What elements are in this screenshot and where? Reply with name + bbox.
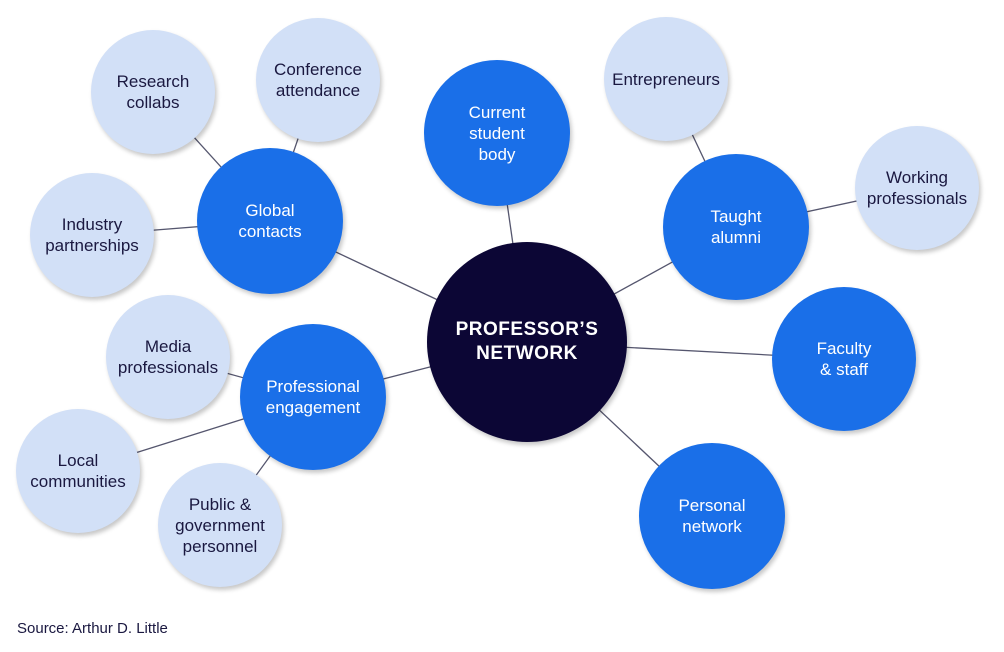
node-local-communities: Local communities <box>16 409 140 533</box>
node-industry-partnerships: Industry partnerships <box>30 173 154 297</box>
node-media-professionals: Media professionals <box>106 295 230 419</box>
node-label-line: Taught <box>710 207 762 226</box>
node-entrepreneurs: Entrepreneurs <box>604 17 728 141</box>
node-label-line: engagement <box>265 398 361 417</box>
node-personal-network: Personal network <box>639 443 785 589</box>
node-conference-attendance: Conference attendance <box>256 18 380 142</box>
node-label-line: contacts <box>238 222 302 241</box>
node-label-line: collabs <box>126 93 180 112</box>
node-label-line: Current <box>468 102 526 122</box>
node-label-line: Public & <box>188 494 252 514</box>
node-label-line: partnerships <box>45 236 139 255</box>
node-working-professionals: Working professionals <box>855 126 979 250</box>
node-label-line: Professional <box>266 377 360 396</box>
node-label-line: personnel <box>182 536 258 556</box>
node-label-line: & staff <box>820 360 868 379</box>
node-label-line: Global <box>245 201 295 220</box>
node-label-line: professionals <box>117 358 219 377</box>
node-label-line: Faculty <box>816 339 872 358</box>
node-faculty-staff: Faculty & staff <box>772 287 916 431</box>
node-label-line: Conference <box>274 60 362 79</box>
node-label-line: network <box>682 517 742 536</box>
node-research-collabs: Research collabs <box>91 30 215 154</box>
node-label-line: Personal <box>678 496 746 515</box>
node-taught-alumni: Taught alumni <box>663 154 809 300</box>
node-label-line: Working <box>885 168 949 187</box>
node-label-line: attendance <box>275 81 361 100</box>
node-label-line: student <box>469 123 525 143</box>
node-label-line: Industry <box>61 215 123 234</box>
node-label-line: PROFESSOR’S <box>455 319 599 340</box>
node-label-line: alumni <box>710 228 762 247</box>
node-label-line: Research <box>116 72 190 91</box>
node-global-contacts: Global contacts <box>197 148 343 294</box>
node-label-line: Local <box>57 451 99 470</box>
node-label-line: communities <box>30 472 126 491</box>
node-professional-engagement: Professional engagement <box>240 324 386 470</box>
node-label-line: government <box>175 515 265 535</box>
node-label-line: body <box>478 144 516 164</box>
node-label-line: Entrepreneurs <box>612 69 720 89</box>
node-center: PROFESSOR’S NETWORK <box>427 242 627 442</box>
node-label-line: Media <box>144 337 192 356</box>
node-label-line: NETWORK <box>476 343 578 364</box>
node-label-line: professionals <box>866 189 968 208</box>
source-note: Source: Arthur D. Little <box>17 620 168 637</box>
